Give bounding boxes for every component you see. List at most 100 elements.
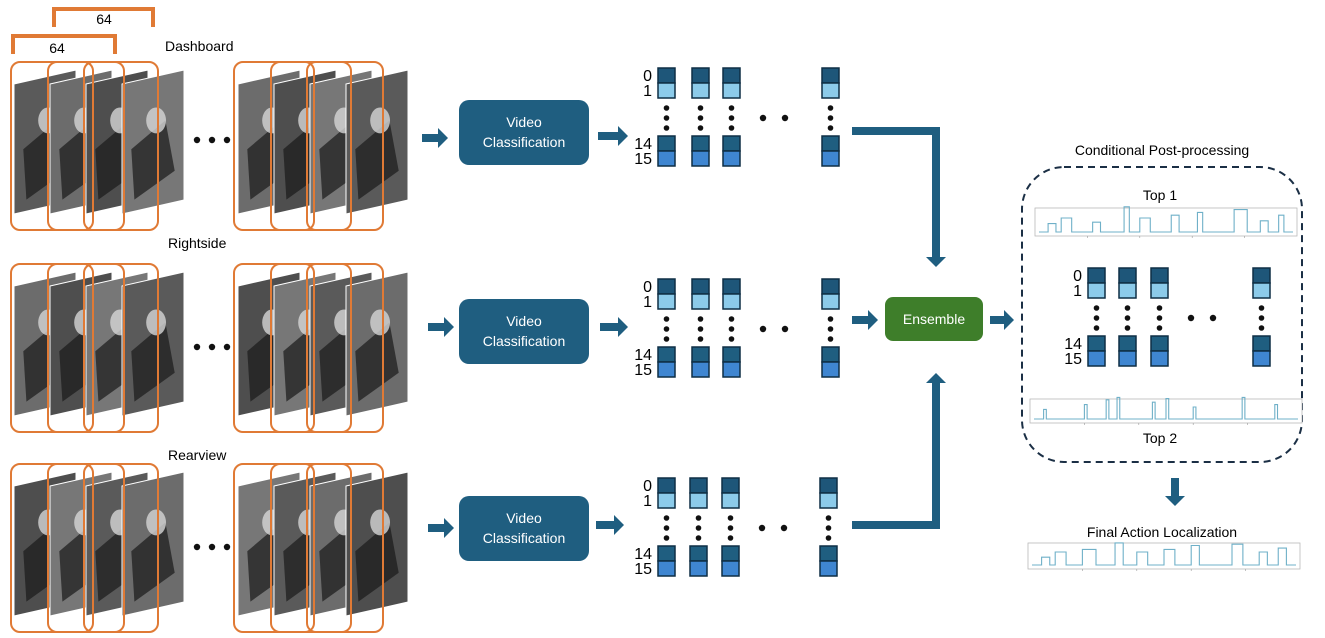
video-classification-label-line2: Classification (483, 530, 565, 546)
vertical-ellipsis-dot (697, 326, 704, 332)
vertical-ellipsis-dot (1093, 305, 1100, 311)
vertical-ellipsis-dot (697, 336, 704, 342)
stream-label-rightside: Rightside (168, 235, 227, 251)
score-cell-class-15 (1150, 350, 1169, 367)
top1-label: Top 1 (1143, 187, 1177, 203)
horizontal-ellipsis-dot (781, 325, 789, 333)
video-frame-shadow (355, 522, 399, 602)
arrow-frames-to-classifier (422, 128, 448, 148)
vertical-ellipsis-dot (1093, 315, 1100, 321)
vertical-ellipsis-dot (697, 316, 704, 322)
row3-class-label: 0 (643, 478, 652, 495)
vertical-ellipsis-dot (663, 535, 670, 541)
sliding-window (270, 61, 352, 231)
sliding-window (83, 463, 159, 633)
ellipsis-dot (193, 543, 201, 551)
sliding-window (47, 463, 125, 633)
score-cell-class-14 (1150, 335, 1169, 352)
row2-class-label: 0 (643, 279, 652, 296)
frame-windows (10, 61, 384, 633)
score-cell-class-14 (1087, 335, 1106, 352)
video-frame-highlight (370, 509, 391, 536)
score-cell-class-1 (1118, 282, 1137, 299)
score-cell-class-0 (691, 278, 710, 295)
vertical-ellipsis-dot (728, 336, 735, 342)
post-class-label: 15 (1064, 351, 1082, 368)
sliding-window (47, 61, 125, 231)
score-cell-class-0 (721, 477, 740, 494)
video-frame-highlight (146, 107, 167, 134)
score-cell-class-15 (722, 150, 741, 167)
ellipsis-dot (193, 136, 201, 144)
row3-class-label: 1 (643, 493, 652, 510)
video-frame-highlight (146, 509, 167, 536)
score-cell-class-14 (1252, 335, 1271, 352)
video-frame-highlight (370, 309, 391, 336)
vertical-ellipsis-dot (1093, 325, 1100, 331)
score-cell-class-1 (721, 492, 740, 509)
score-cell-class-0 (689, 477, 708, 494)
score-cell-class-14 (691, 135, 710, 152)
video-classification-label-line2: Classification (483, 134, 565, 150)
video-frame-highlight (370, 107, 391, 134)
sliding-window (270, 463, 352, 633)
score-cell-class-0 (1150, 267, 1169, 284)
score-cell-class-1 (1087, 282, 1106, 299)
score-cell-class-0 (722, 67, 741, 84)
score-cell-class-15 (1252, 350, 1271, 367)
video-frame-highlight (146, 309, 167, 336)
score-cell-class-14 (722, 135, 741, 152)
sliding-window (10, 263, 94, 433)
vertical-ellipsis-dot (827, 326, 834, 332)
horizontal-ellipsis-dot (759, 325, 767, 333)
row1-class-label: 1 (643, 83, 652, 100)
sliding-window (47, 263, 125, 433)
arrow-top-to-ensemble (926, 127, 946, 267)
vertical-ellipsis-dot (827, 316, 834, 322)
vertical-ellipsis-dot (825, 535, 832, 541)
horizontal-ellipsis-dot (758, 524, 766, 532)
score-cell-class-14 (657, 545, 676, 562)
vertical-ellipsis-dot (1156, 315, 1163, 321)
top2-plot-line (1034, 396, 1298, 420)
score-cell-class-15 (657, 150, 676, 167)
video-classification-box (459, 299, 589, 364)
arrow-bottom-to-ensemble (926, 373, 946, 529)
vertical-ellipsis-dot (728, 326, 735, 332)
ellipsis-dot (193, 343, 201, 351)
score-cell-class-15 (1087, 350, 1106, 367)
row2-class-label: 14 (634, 347, 652, 364)
sliding-window (270, 263, 352, 433)
sliding-window (233, 463, 315, 633)
window-size-label-2: 64 (49, 40, 65, 56)
arrow-frames-to-classifier (428, 317, 454, 337)
vertical-ellipsis-dot (827, 115, 834, 121)
video-classification-box (459, 496, 589, 561)
top1-plot-frame (1034, 207, 1298, 237)
score-cell-class-1 (821, 82, 840, 99)
arrow-classifier-to-scores (596, 515, 624, 535)
score-cell-class-0 (657, 477, 676, 494)
score-cell-class-0 (821, 278, 840, 295)
sliding-window (306, 463, 384, 633)
post-class-label: 14 (1064, 336, 1082, 353)
vertical-ellipsis-dot (728, 105, 735, 111)
vertical-ellipsis-dot (697, 105, 704, 111)
vertical-ellipsis-dot (1124, 305, 1131, 311)
score-cell-class-14 (721, 545, 740, 562)
connector-bottom-horizontal (852, 521, 940, 529)
horizontal-ellipsis-dot (1187, 314, 1195, 322)
score-cell-class-1 (691, 82, 710, 99)
vertical-ellipsis-dot (695, 535, 702, 541)
score-cell-class-15 (821, 150, 840, 167)
vertical-ellipsis-dot (697, 125, 704, 131)
score-cell-class-1 (722, 293, 741, 310)
horizontal-ellipsis-dot (759, 114, 767, 122)
sliding-window (306, 263, 384, 433)
arrow-classifier-to-scores (598, 126, 628, 146)
arrow-ensemble-to-postprocess (990, 310, 1014, 330)
score-cell-class-15 (722, 361, 741, 378)
arrow-frames-to-classifier (428, 518, 454, 538)
video-classification-label-line1: Video (506, 510, 542, 526)
